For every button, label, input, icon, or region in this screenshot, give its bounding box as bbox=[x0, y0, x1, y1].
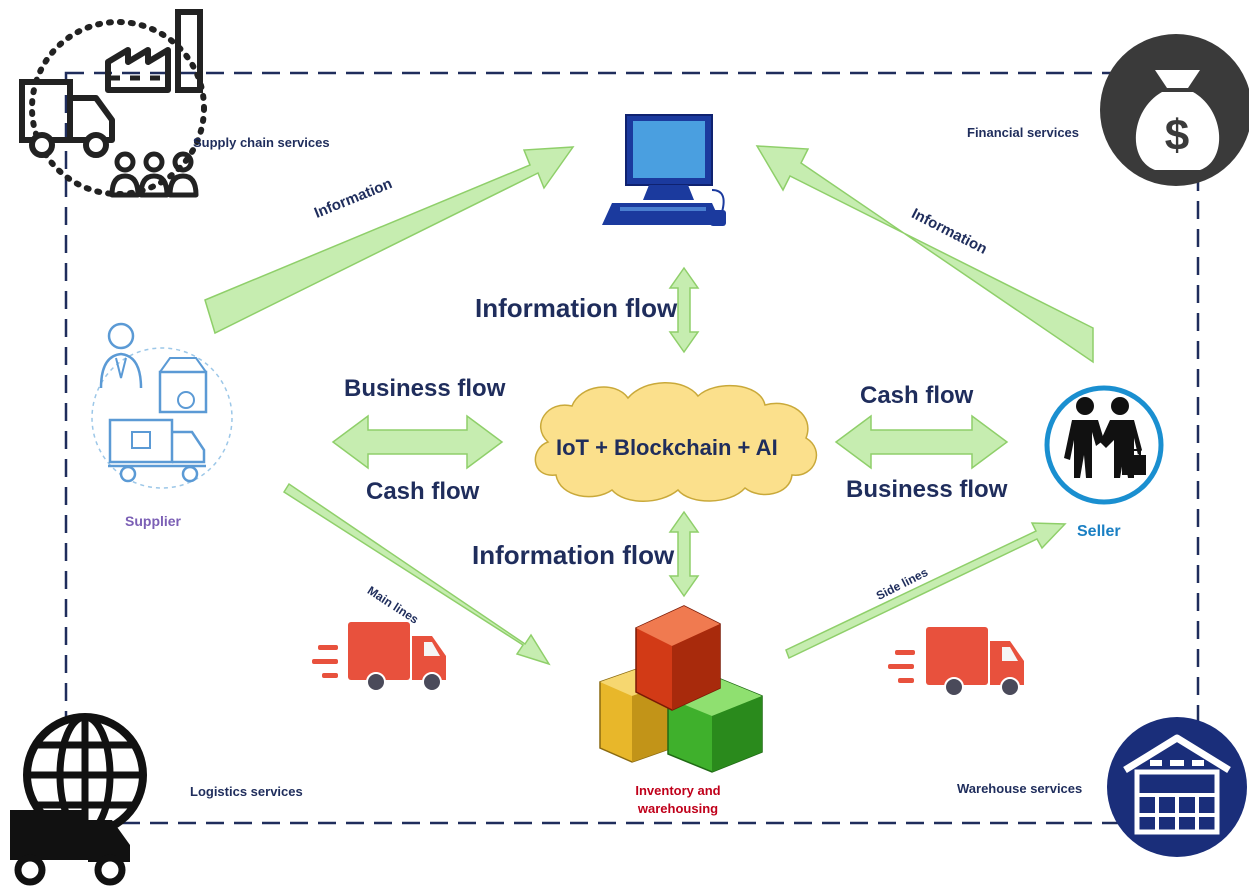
factory-truck-people-icon bbox=[19, 9, 207, 198]
seller-label: Seller bbox=[1077, 523, 1121, 540]
svg-text:$: $ bbox=[1165, 111, 1189, 160]
delivery-truck-icon bbox=[888, 627, 1024, 697]
money-bag-dollar-icon: $ bbox=[1100, 34, 1249, 186]
inventory-label-line2: warehousing bbox=[637, 801, 719, 816]
cloud-shape bbox=[534, 382, 818, 502]
globe-truck-icon bbox=[10, 713, 147, 886]
inventory-label: Inventory and warehousing bbox=[619, 782, 737, 818]
business-flow-left-label: Business flow bbox=[344, 375, 506, 402]
business-cash-double-arrow-left bbox=[331, 414, 504, 470]
business-flow-right-label: Business flow bbox=[846, 476, 1008, 503]
supplier-label: Supplier bbox=[125, 513, 182, 529]
warehouse-icon bbox=[1107, 717, 1247, 857]
cloud-label: IoT + Blockchain + AI bbox=[556, 435, 778, 460]
delivery-truck-icon bbox=[312, 622, 446, 692]
main-lines-arrow bbox=[282, 482, 551, 666]
information-arrow-left bbox=[204, 146, 575, 335]
logistics-services-label: Logistics services bbox=[190, 784, 303, 799]
information-flow-bottom-label: Information flow bbox=[472, 540, 675, 570]
supplier-person-truck-icon bbox=[91, 322, 233, 489]
cash-flow-left-label: Cash flow bbox=[366, 478, 480, 505]
information-flow-top-label: Information flow bbox=[475, 293, 678, 323]
side-lines-arrow bbox=[785, 522, 1067, 660]
service-boundary bbox=[64, 71, 1200, 825]
supply-chain-services-label: Supply chain services bbox=[193, 135, 330, 150]
financial-services-label: Financial services bbox=[967, 125, 1080, 140]
stacked-boxes-icon bbox=[599, 605, 763, 773]
warehouse-services-label: Warehouse services bbox=[957, 781, 1083, 796]
cash-business-double-arrow-right bbox=[834, 414, 1009, 470]
info-flow-double-arrow-top bbox=[668, 266, 700, 354]
information-arrow-right bbox=[755, 145, 1094, 364]
inventory-label-line1: Inventory and bbox=[635, 783, 721, 798]
cash-flow-right-label: Cash flow bbox=[860, 382, 974, 409]
handshake-icon bbox=[1044, 385, 1164, 505]
info-flow-double-arrow-bottom bbox=[668, 510, 700, 598]
desktop-computer-icon bbox=[602, 114, 726, 226]
